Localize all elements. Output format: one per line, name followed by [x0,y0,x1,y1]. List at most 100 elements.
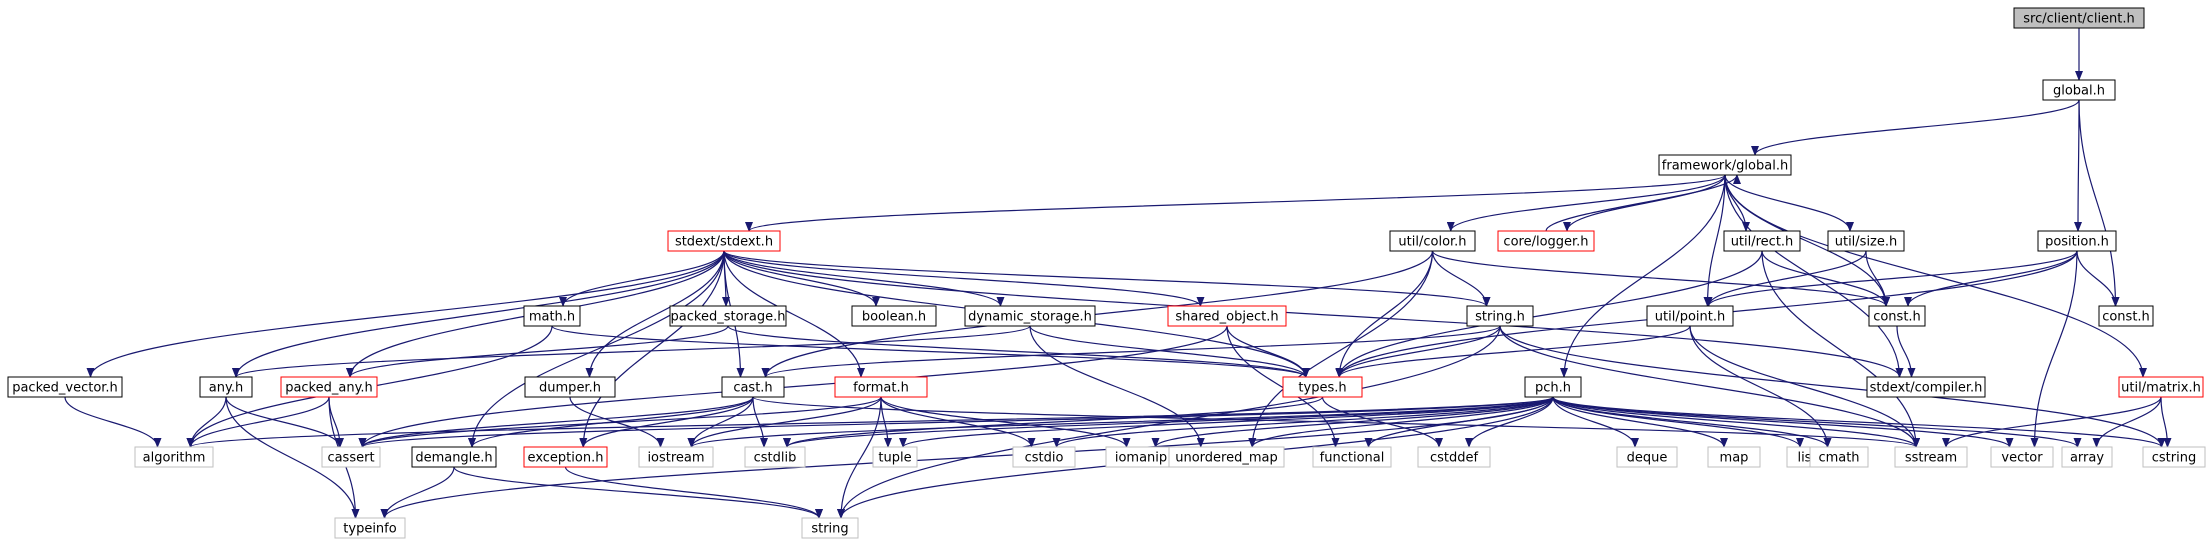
node-box [321,446,381,468]
node-box [1312,446,1392,468]
node-box [1389,230,1476,252]
node-cstddef: cstddef [1417,446,1491,468]
node-string-h[interactable]: string.h [1466,305,1534,327]
node-util-matrix[interactable]: util/matrix.h [2118,376,2204,398]
node-compiler[interactable]: stdext/compiler.h [1866,376,1986,398]
edge-stdext-to-math [559,250,725,307]
node-box [1417,446,1491,468]
node-label: algorithm [143,451,206,466]
node-vector: vector [1990,446,2054,468]
node-dynamic-storage[interactable]: dynamic_storage.h [964,305,1096,327]
node-label: cassert [327,451,374,466]
edge-position-to-util_point [1704,250,2078,307]
edge-pch-to-algorithm [187,396,1554,448]
edge-pch-to-tuple [899,396,1554,448]
node-box [1167,305,1287,327]
node-demangle[interactable]: demangle.h [411,446,497,468]
node-typeinfo: typeinfo [334,517,406,539]
node-position[interactable]: position.h [2037,230,2117,252]
edge-cast-to-exception [579,396,754,448]
node-box [744,446,806,468]
edge-pch-to-iomanip [1151,396,1554,448]
edge-util_size-to-util_point [1704,250,1867,307]
edge-stdext-to-dynamic_storage [723,250,1005,307]
node-label: src/client/client.h [2023,12,2135,27]
node-pch[interactable]: pch.h [1524,376,1582,398]
node-fw-global[interactable]: framework/global.h [1658,154,1792,176]
node-types[interactable]: types.h [1282,376,1363,398]
node-label: packed_storage.h [671,310,786,325]
node-packed-storage[interactable]: packed_storage.h [669,305,787,327]
edge-stdext-to-exception [579,250,725,448]
edge-util_color-to-cast [761,250,1434,378]
edge-cast-to-cassert [358,396,754,448]
node-box [2098,305,2154,327]
node-box [1866,376,1986,398]
node-const-mid[interactable]: const.h [1868,305,1926,327]
node-map: map [1707,446,1761,468]
node-label: dumper.h [539,381,601,396]
node-label: unordered_map [1175,451,1278,466]
edge-fw_global-to-core_logger [1563,174,1726,232]
node-cmath: cmath [1809,446,1869,468]
edge-format-to-string_std [837,396,882,519]
node-box [801,517,859,539]
node-label: iomanip [1115,451,1167,466]
node-box [1282,376,1363,398]
node-label: util/color.h [1398,235,1466,250]
node-global[interactable]: global.h [2042,79,2116,101]
node-iomanip: iomanip [1105,446,1177,468]
node-cast[interactable]: cast.h [721,376,785,398]
edge-pch-to-array [1552,396,2082,448]
node-packed-any[interactable]: packed_any.h [280,376,378,398]
node-const-top[interactable]: const.h [2098,305,2154,327]
node-boolean[interactable]: boolean.h [851,305,937,327]
edge-any-to-typeinfo [225,396,360,519]
node-util-size[interactable]: util/size.h [1827,230,1905,252]
node-label: types.h [1298,381,1346,396]
edge-util_color-to-string_h [1431,250,1491,307]
node-string-std: string [801,517,859,539]
node-client[interactable]: src/client/client.h [2013,7,2145,29]
node-label: cstring [2152,451,2196,466]
edge-dynamic_storage-to-unordered_map [1029,325,1205,448]
node-box [280,376,378,398]
edge-global-to-position [2074,99,2083,232]
node-any[interactable]: any.h [199,376,253,398]
node-exception[interactable]: exception.h [523,446,608,468]
node-label: framework/global.h [1662,159,1788,174]
node-box [2118,376,2204,398]
edge-util_matrix-to-sstream [1942,396,2162,448]
node-dumper[interactable]: dumper.h [524,376,616,398]
edge-cast-to-cstdlib [752,396,768,448]
node-functional: functional [1312,446,1392,468]
node-label: util/size.h [1835,235,1898,250]
edge-shared_object-to-types [1226,325,1310,378]
node-math[interactable]: math.h [523,305,581,327]
node-label: cstdio [1025,451,1064,466]
edge-fw_global-to-util_point [1703,174,1726,307]
node-box [1990,446,2054,468]
node-util-point[interactable]: util/point.h [1646,305,1734,327]
node-core-logger[interactable]: core/logger.h [1497,230,1595,252]
node-util-color[interactable]: util/color.h [1389,230,1476,252]
node-box [1827,230,1905,252]
node-label: global.h [2053,84,2105,99]
edge-types-to-cstdlib [783,396,1324,448]
node-box [524,376,616,398]
node-shared-object[interactable]: shared_object.h [1167,305,1287,327]
node-algorithm: algorithm [134,446,214,468]
edge-types-to-cstddef [1321,396,1443,448]
node-label: util/rect.h [1731,235,1794,250]
edge-fw_global-to-stdext [745,174,1726,232]
node-label: demangle.h [415,451,492,466]
edge-position-to-const_top [2076,250,2120,307]
node-stdext[interactable]: stdext/stdext.h [667,230,781,252]
node-format[interactable]: format.h [834,376,928,398]
node-util-rect[interactable]: util/rect.h [1723,230,1801,252]
node-packed-vector[interactable]: packed_vector.h [7,376,123,398]
edge-pch-to-list [1552,396,1804,448]
node-label: util/point.h [1655,310,1725,325]
edge-util_point-to-sstream [1689,325,1920,448]
node-cstdlib: cstdlib [744,446,806,468]
